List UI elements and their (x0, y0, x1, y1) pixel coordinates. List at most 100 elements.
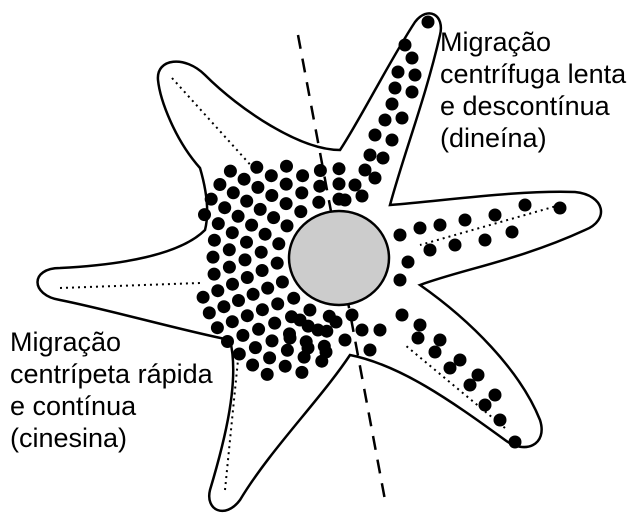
pigment-granule (263, 351, 276, 364)
pigment-granule (295, 186, 308, 199)
pigment-granule (406, 86, 419, 99)
pigment-granule (280, 160, 293, 173)
pigment-granule (223, 261, 236, 274)
pigment-granule (295, 366, 308, 379)
pigment-granule (256, 303, 269, 316)
pigment-granule (494, 414, 507, 427)
pigment-granule (509, 436, 522, 449)
pigment-granule (314, 164, 327, 177)
pigment-granule (279, 360, 292, 373)
pigment-granule (271, 257, 284, 270)
label-left-line-1: Migração (10, 326, 213, 358)
pigment-granule (197, 291, 210, 304)
pigment-granule (223, 243, 236, 256)
pigment-granule (294, 205, 307, 218)
pigment-granule (402, 256, 415, 269)
pigment-granule (414, 319, 427, 332)
pigment-granule (261, 368, 274, 381)
pigment-granule (396, 112, 409, 125)
label-right-line-4: (dineína) (440, 122, 626, 154)
pigment-granule (386, 98, 399, 111)
pigment-granule (236, 329, 249, 342)
pigment-granule (272, 237, 285, 250)
pigment-granule (238, 173, 251, 186)
pigment-granule (303, 304, 316, 317)
pigment-granule (392, 66, 405, 79)
pigment-granule (265, 169, 278, 182)
nucleus (289, 211, 389, 305)
label-left-line-4: (cinesina) (10, 422, 213, 454)
pigment-granule (489, 389, 502, 402)
pigment-granule (226, 278, 239, 291)
pigment-granule (240, 236, 253, 249)
pigment-granule (489, 209, 502, 222)
pigment-granule (232, 294, 245, 307)
pigment-granule (211, 284, 224, 297)
pigment-granule (506, 226, 519, 239)
pigment-granule (265, 189, 278, 202)
pigment-granule (369, 129, 382, 142)
pigment-granule (284, 332, 297, 345)
pigment-granule (211, 321, 224, 334)
pigment-granule (208, 234, 221, 247)
pigment-granule (519, 199, 532, 212)
label-centripetal-migration: Migração centrípeta rápida e contínua (c… (10, 326, 213, 454)
pigment-granule (424, 244, 437, 257)
pigment-granule (394, 274, 407, 287)
pigment-granule (377, 152, 390, 165)
pigment-granule (213, 178, 226, 191)
pigment-granule (346, 309, 359, 322)
pigment-granule (399, 39, 412, 52)
pigment-granule (246, 359, 259, 372)
pigment-granule (409, 69, 422, 82)
label-left-line-2: centrípeta rápida (10, 358, 213, 390)
pigment-granule (412, 332, 425, 345)
pigment-granule (364, 344, 377, 357)
pigment-granule (198, 208, 211, 221)
pigment-granule (479, 399, 492, 412)
pigment-granule (349, 179, 362, 192)
pigment-granule (394, 229, 407, 242)
pigment-granule (369, 172, 382, 185)
pigment-granule (434, 334, 447, 347)
pigment-granule (255, 246, 268, 259)
pigment-granule (459, 214, 472, 227)
pigment-granule (241, 309, 254, 322)
pigment-granule (281, 344, 294, 357)
label-right-line-2: centrífuga lenta (440, 58, 626, 90)
pigment-granule (254, 203, 267, 216)
pigment-granule (429, 346, 442, 359)
pigment-granule (414, 222, 427, 235)
pigment-granule (212, 217, 225, 230)
pigment-granule (207, 251, 220, 264)
pigment-granule (320, 346, 333, 359)
pigment-granule (330, 316, 343, 329)
label-centrifugal-migration: Migração centrífuga lenta e descontínua … (440, 26, 626, 154)
pigment-granule (266, 334, 279, 347)
pigment-granule (247, 288, 260, 301)
pigment-granule (312, 196, 325, 209)
pigment-granule (240, 195, 253, 208)
pigment-granule (280, 178, 293, 191)
pigment-granule (333, 177, 346, 190)
pigment-granule (218, 201, 231, 214)
pigment-granule (280, 197, 293, 210)
pigment-granule (233, 348, 246, 361)
pigment-granule (268, 317, 281, 330)
pigment-granule (472, 369, 485, 382)
pigment-granule (313, 180, 326, 193)
pigment-granule (554, 202, 567, 215)
pigment-granule (389, 82, 402, 95)
pigment-granule (454, 354, 467, 367)
pigment-granule (208, 268, 221, 281)
pigment-granule (245, 219, 258, 232)
label-right-line-3: e descontínua (440, 90, 626, 122)
pigment-granule (249, 341, 262, 354)
pigment-granule (287, 292, 300, 305)
pigment-granule (302, 342, 315, 355)
pigment-granule (205, 193, 218, 206)
pigment-granule (259, 228, 272, 241)
pigment-granule (434, 219, 447, 232)
pigment-granule (312, 324, 325, 337)
pigment-granule (364, 149, 377, 162)
